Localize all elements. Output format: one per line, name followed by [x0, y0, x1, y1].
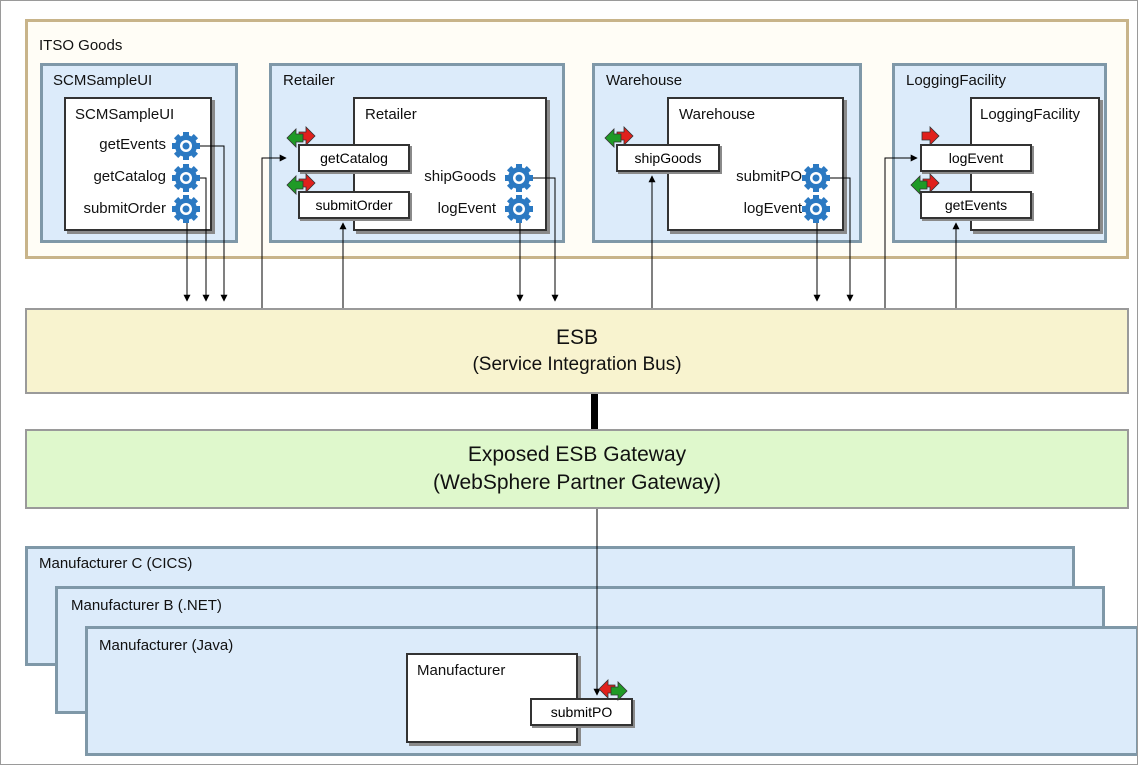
retailer-export-submit-order[interactable]: submitOrder — [298, 191, 410, 219]
warehouse-op-submit-po: submitPO — [736, 168, 802, 185]
esb-gateway-connector — [591, 394, 598, 429]
retailer-module-label: Retailer — [283, 72, 335, 89]
manufacturer-c-label: Manufacturer C (CICS) — [39, 555, 193, 572]
retailer-op-ship-goods: shipGoods — [424, 168, 496, 185]
gateway-subtitle: (WebSphere Partner Gateway) — [433, 471, 721, 494]
esb-gateway: Exposed ESB Gateway (WebSphere Partner G… — [25, 429, 1129, 509]
logging-module-label: LoggingFacility — [906, 72, 1007, 89]
warehouse-op-log-event: logEvent — [743, 200, 802, 217]
esb-title: ESB — [555, 326, 599, 349]
manufacturer-java-label: Manufacturer (Java) — [99, 637, 234, 654]
scm-op-get-events: getEvents — [99, 136, 166, 153]
warehouse-component-label: Warehouse — [679, 106, 756, 123]
scm-module-label: SCMSampleUI — [53, 72, 153, 89]
manufacturer-java-box — [85, 626, 1137, 756]
warehouse-export-ship-goods[interactable]: shipGoods — [616, 144, 720, 172]
itso-goods-title: ITSO Goods — [39, 37, 123, 54]
manufacturer-b-label: Manufacturer B (.NET) — [71, 597, 222, 614]
esb-bus: ESB (Service Integration Bus) — [25, 308, 1129, 394]
scm-op-submit-order: submitOrder — [83, 200, 166, 217]
manufacturer-component-label: Manufacturer — [417, 662, 506, 679]
retailer-export-get-catalog[interactable]: getCatalog — [298, 144, 410, 172]
scm-op-get-catalog: getCatalog — [93, 168, 166, 185]
retailer-op-log-event: logEvent — [437, 200, 496, 217]
gateway-title: Exposed ESB Gateway — [467, 443, 687, 466]
scm-component-label: SCMSampleUI — [75, 106, 175, 123]
logging-export-get-events[interactable]: getEvents — [920, 191, 1032, 219]
warehouse-module-label: Warehouse — [606, 72, 683, 89]
manufacturer-export-submit-po[interactable]: submitPO — [530, 698, 633, 726]
esb-subtitle: (Service Integration Bus) — [472, 354, 682, 375]
logging-component-label: LoggingFacility — [980, 106, 1081, 123]
logging-export-log-event[interactable]: logEvent — [920, 144, 1032, 172]
retailer-component-label: Retailer — [365, 106, 417, 123]
